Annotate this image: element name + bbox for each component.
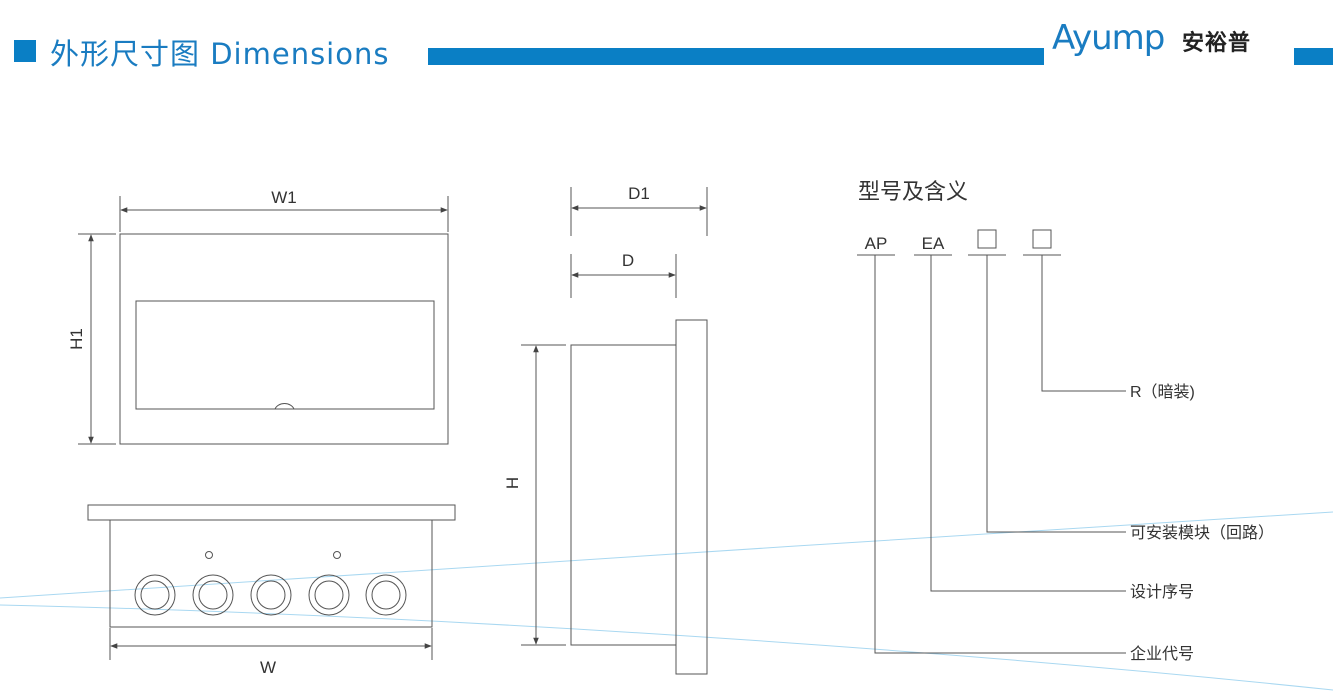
knockout-hole-outer xyxy=(134,574,176,616)
knockout-hole-outer xyxy=(365,574,407,616)
knockout-hole-inner xyxy=(198,580,228,610)
side-view-door xyxy=(675,319,708,675)
d1-label: D1 xyxy=(628,184,650,203)
bottom-view-flange xyxy=(87,504,456,521)
mounting-hole xyxy=(333,551,341,559)
knockout-hole-outer xyxy=(192,574,234,616)
meaning-company: 企业代号 xyxy=(1130,645,1194,663)
w-label: W xyxy=(260,658,276,677)
meaning-serial: 设计序号 xyxy=(1130,583,1194,601)
knockout-hole-inner xyxy=(140,580,170,610)
front-view-window xyxy=(135,300,435,410)
mounting-hole xyxy=(205,551,213,559)
h1-label: H1 xyxy=(67,328,86,350)
logo-background xyxy=(1044,22,1294,66)
model-code-title: 型号及含义 xyxy=(858,179,968,204)
front-view-panel xyxy=(119,233,449,445)
front-view-latch xyxy=(274,403,295,410)
code-part-ea: EA xyxy=(922,234,945,253)
code-placeholder-box xyxy=(1032,229,1052,249)
knockout-hole-outer xyxy=(308,574,350,616)
meaning-modules: 可安装模块（回路） xyxy=(1130,524,1274,542)
knockout-hole-inner xyxy=(371,580,401,610)
meaning-r: R（暗装) xyxy=(1130,383,1195,401)
code-placeholder-box xyxy=(977,229,997,249)
brand-logo-text: Ayump xyxy=(1052,18,1165,58)
code-part-ap: AP xyxy=(865,234,888,253)
side-view xyxy=(521,187,708,675)
w1-label: W1 xyxy=(271,188,297,207)
side-view-body xyxy=(570,344,677,646)
knockout-hole-inner xyxy=(256,580,286,610)
model-code-leaders xyxy=(857,229,1126,654)
knockout-hole-inner xyxy=(314,580,344,610)
d-label: D xyxy=(622,251,634,270)
h-label: H xyxy=(503,477,522,489)
front-view xyxy=(78,196,449,445)
knockout-holes xyxy=(134,574,407,616)
page-title: 外形尺寸图 Dimensions xyxy=(50,37,390,71)
header-square-icon xyxy=(14,40,36,62)
bottom-view xyxy=(87,504,456,660)
brand-logo-chinese: 安裕普 xyxy=(1182,31,1252,56)
bottom-view-box xyxy=(109,519,433,628)
knockout-hole-outer xyxy=(250,574,292,616)
